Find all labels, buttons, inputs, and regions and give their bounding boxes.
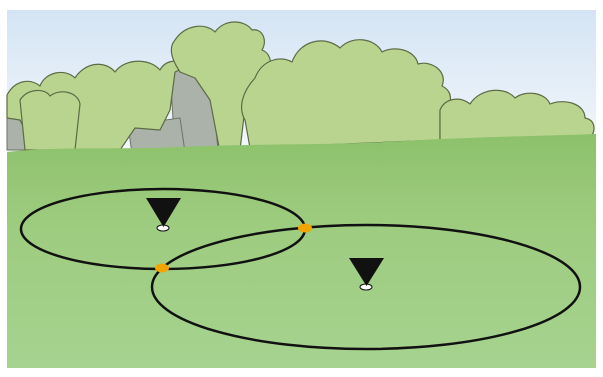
intersection-point-lower [155,263,169,273]
intersection-point-upper [298,223,312,233]
marker-triangle-left [146,198,181,227]
background-bushes [6,21,595,153]
grass-field [7,134,596,368]
range-circle-right [150,223,582,351]
speaker-marker-right [349,258,384,291]
speaker-marker-left [146,198,181,232]
marker-triangle-right [349,258,384,286]
